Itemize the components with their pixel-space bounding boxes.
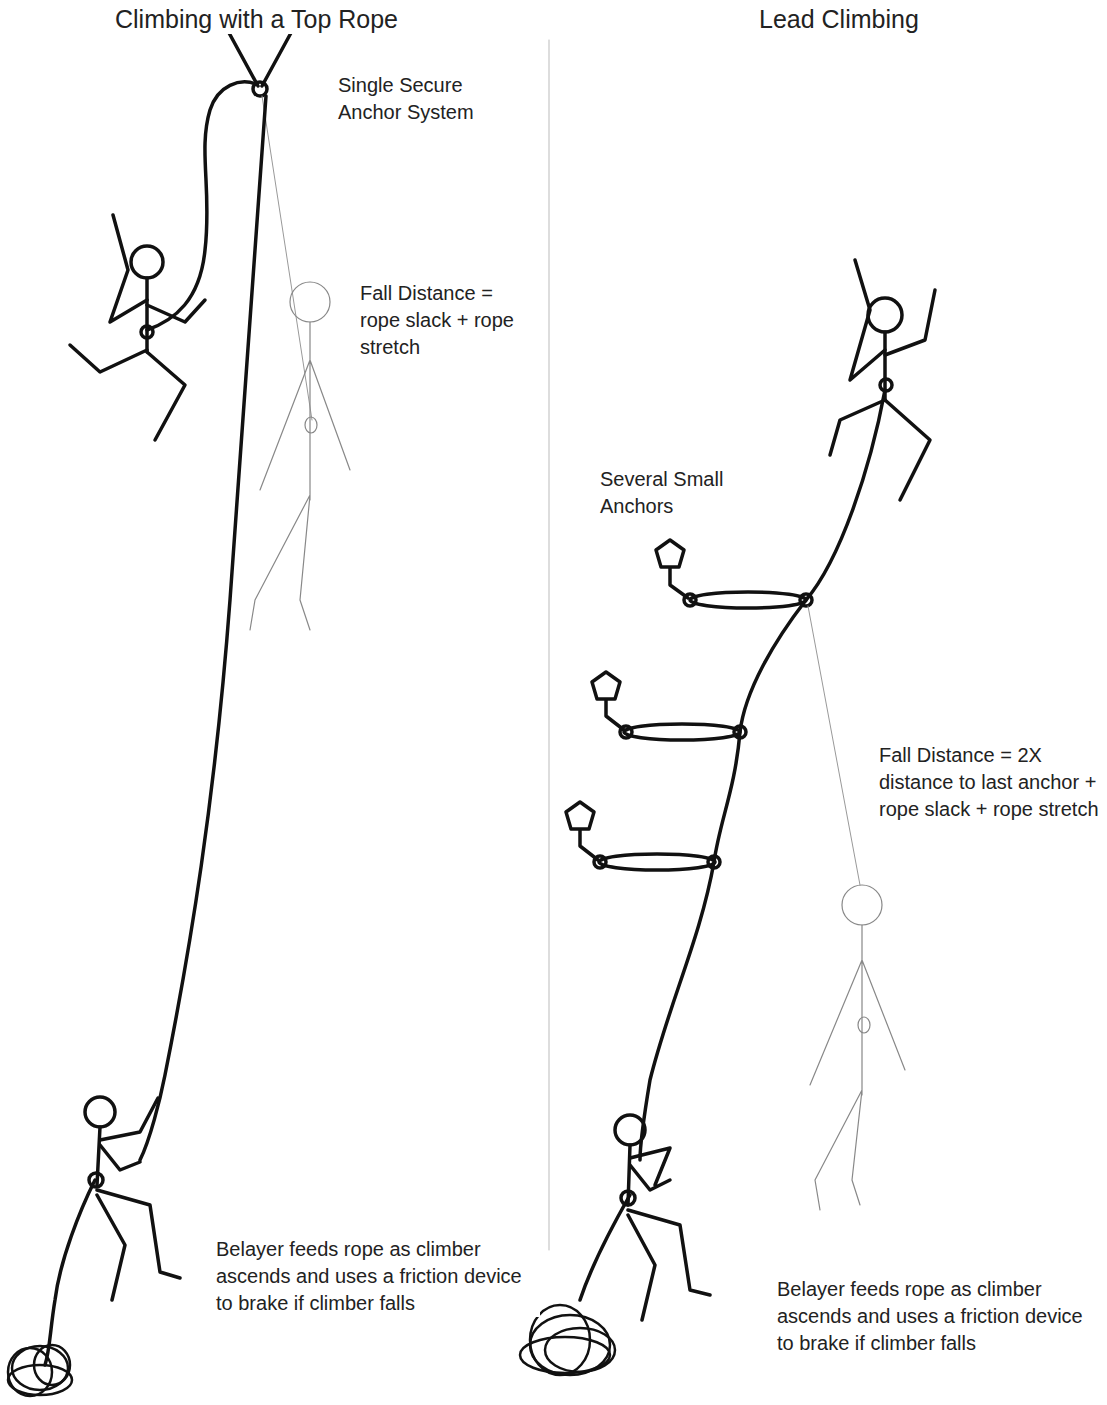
stroke [621,1191,635,1205]
belayer [85,1097,180,1300]
fall-distance-note: Fall Distance = 2X distance to last anch… [877,742,1103,823]
falling-climber [250,282,350,630]
stroke [599,854,715,870]
stroke [885,400,930,500]
stroke [147,352,185,440]
stroke [615,1115,645,1145]
belayer-note: Belayer feeds rope as climber ascends an… [214,1236,540,1317]
stroke [885,290,935,355]
protection-anchors [566,540,812,870]
stroke [97,1195,125,1300]
column-heading: Climbing with a Top Rope [113,4,400,34]
stroke [305,417,317,433]
stroke [624,724,740,740]
stroke [690,592,806,608]
stroke [70,345,147,372]
stroke [620,726,632,738]
stroke [145,278,149,352]
rope-coil [8,1345,72,1396]
stroke [97,1190,180,1278]
belayer [615,1115,710,1320]
stroke [97,1127,100,1185]
stroke [684,594,696,606]
stroke [131,246,163,278]
stroke [8,1365,72,1395]
stroke [858,1017,870,1033]
stroke [830,400,885,455]
stroke [228,31,292,86]
stroke [810,925,905,1210]
stroke [630,1148,670,1190]
stroke [842,885,882,925]
stroke [628,1145,630,1205]
stroke [147,300,205,322]
stroke [110,215,147,322]
stroke [89,1173,103,1187]
stroke [850,260,885,380]
stroke [628,1210,710,1295]
fall-line [808,606,860,885]
stroke [566,802,598,860]
lead-rope [580,390,885,1300]
anchors-label: Several Small Anchors [598,466,762,520]
stroke [100,1098,158,1170]
belayer-note: Belayer feeds rope as climber ascends an… [775,1276,1101,1357]
climber [830,260,935,500]
stroke [656,540,688,598]
stroke [868,298,902,332]
stroke [592,672,624,730]
climber [70,215,205,440]
fall-distance-note: Fall Distance = rope slack + rope stretc… [358,280,537,361]
fall-line [262,96,312,420]
stroke [141,326,153,338]
stroke [520,1337,610,1373]
column-heading: Lead Climbing [757,4,921,34]
divider [549,40,550,1250]
stroke [250,322,350,630]
falling-climber [810,885,905,1210]
stroke [628,1215,655,1320]
stroke [545,1328,615,1372]
stroke [85,1097,115,1127]
anchor-label: Single Secure Anchor System [336,72,520,126]
top-rope [45,82,266,1365]
stroke [290,282,330,322]
stroke [880,379,892,391]
stroke [594,856,606,868]
